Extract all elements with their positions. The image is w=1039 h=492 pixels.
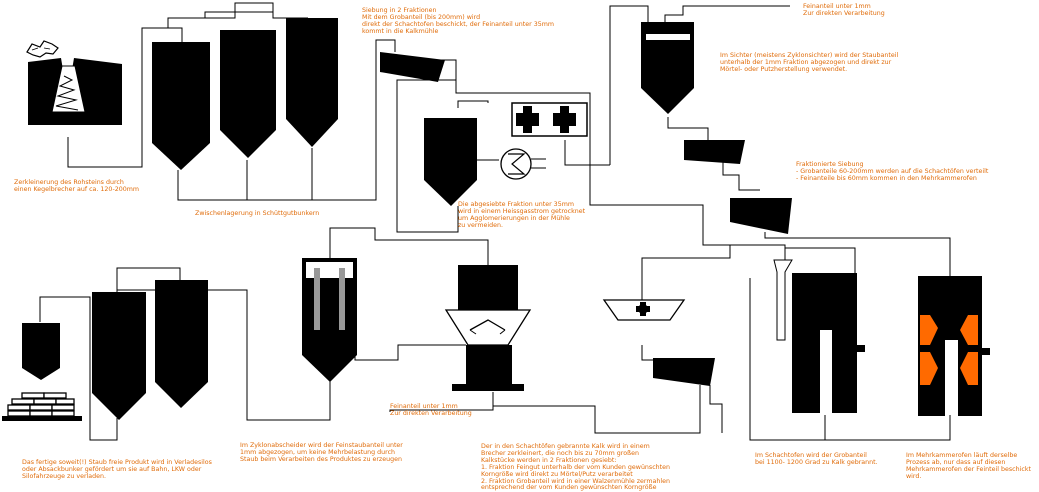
loading-silos — [92, 280, 208, 420]
line-bunker-feed — [167, 2, 308, 28]
multi-kiln-body — [918, 276, 990, 416]
annotation-fines-bottom: Feinanteil unter 1mm Zur direkten Verarb… — [390, 403, 472, 417]
line-screen3-out2 — [709, 385, 723, 433]
line-bunker-feed-2 — [204, 11, 273, 18]
flame-icon — [960, 352, 978, 385]
line-screen-to-dryer — [396, 59, 459, 233]
annotation-dryer: Die abgesiebte Fraktion unter 35mm wird … — [458, 201, 586, 229]
silo-2 — [155, 280, 208, 408]
roller-mill-base — [466, 345, 512, 385]
raw-stones-icon — [26, 40, 59, 58]
silo-1 — [92, 292, 146, 420]
bagging-bunker — [2, 323, 82, 421]
cyclone-tube-left — [314, 268, 320, 330]
line-crusher-to-bunkers — [67, 27, 183, 168]
line-screen3-out — [493, 385, 701, 434]
annotation-fractionated: Fraktionierte Siebung - Grobanteile 60-2… — [796, 161, 989, 182]
annotation-classifier: Im Sichter (meistens Zyklonsichter) wird… — [720, 52, 899, 73]
roller-mill — [444, 265, 532, 391]
hot-gas-fan — [500, 148, 546, 180]
line-silos-out — [39, 296, 118, 441]
bagging-hopper — [22, 323, 60, 380]
cone-crusher — [26, 40, 122, 125]
line-rollermill-to-cyclone — [354, 344, 466, 361]
annotation-storage: Zwischenlagerung in Schüttgutbunkern — [195, 210, 320, 217]
annotation-shaft-kiln: Im Schachtofen wird der Grobanteil bei 1… — [755, 452, 878, 466]
screen-1 — [380, 52, 445, 82]
dryer-hopper — [424, 118, 477, 206]
annotation-fines-top: Feinanteil unter 1mm Zur direkten Verarb… — [803, 3, 885, 17]
pallet-bags-icon — [7, 392, 75, 417]
line-return-to-crusher — [641, 245, 731, 305]
multi-chamber-kiln — [918, 276, 990, 416]
cyclone-tube-right — [339, 268, 345, 330]
screen-3 — [730, 198, 792, 234]
line-to-classifier — [609, 5, 649, 165]
annotation-crusher2: Der in den Schachtöfen gebrannte Kalk wi… — [481, 443, 670, 492]
line-to-multikiln — [764, 232, 951, 278]
crusher-2 — [602, 299, 686, 321]
line-rollermill-in — [329, 227, 489, 265]
storage-bunker-3 — [286, 18, 338, 147]
flame-icon — [920, 315, 938, 345]
line-screen2-down — [722, 162, 760, 191]
shaft-kiln — [773, 259, 865, 413]
storage-bunkers — [152, 18, 338, 170]
screen-4 — [653, 358, 715, 386]
lime-mill — [511, 102, 588, 137]
line-classifier-down — [667, 117, 709, 140]
annotation-cyclone: Im Zyklonabscheider wird der Feinstauban… — [240, 442, 403, 463]
annotation-crusher: Zerkleinerung des Rohsteins durch einen … — [14, 179, 139, 193]
flame-icon — [960, 315, 978, 345]
kiln-hopper-icon — [773, 259, 793, 341]
line-fine-feed — [785, 247, 856, 278]
screen-2 — [684, 140, 745, 164]
roller-mill-funnel — [444, 309, 532, 346]
line-mill-down — [564, 140, 590, 166]
crusher-cone — [51, 65, 86, 113]
shaft-kiln-body — [792, 273, 865, 413]
classifier-body — [641, 22, 694, 114]
classifier — [641, 22, 694, 114]
storage-bunker-2 — [220, 30, 276, 158]
line-fines-bottom — [389, 392, 494, 412]
line-kilns-out — [749, 278, 951, 441]
annotation-screening: Siebung in 2 Fraktionen Mit dem Grobante… — [362, 7, 554, 35]
line-fines-top — [664, 5, 790, 22]
line-crusher2-down — [641, 345, 660, 361]
fan-icon — [500, 148, 532, 180]
storage-bunker-1 — [152, 42, 210, 170]
annotation-loading: Das fertige soweit(!) Staub freie Produk… — [22, 459, 212, 480]
line-dryer-to-mill — [457, 100, 489, 108]
line-silos-feed — [116, 267, 181, 292]
cyclone-separator — [302, 258, 357, 382]
connection-lines — [39, 2, 951, 441]
flame-icon — [920, 352, 938, 385]
annotation-multi-kiln: Im Mehrkammerofen läuft derselbe Prozess… — [906, 452, 1031, 480]
line-bunkers-bottom — [177, 39, 396, 201]
roller-mill-top — [458, 265, 518, 310]
line-screen-to-mill — [455, 80, 610, 166]
